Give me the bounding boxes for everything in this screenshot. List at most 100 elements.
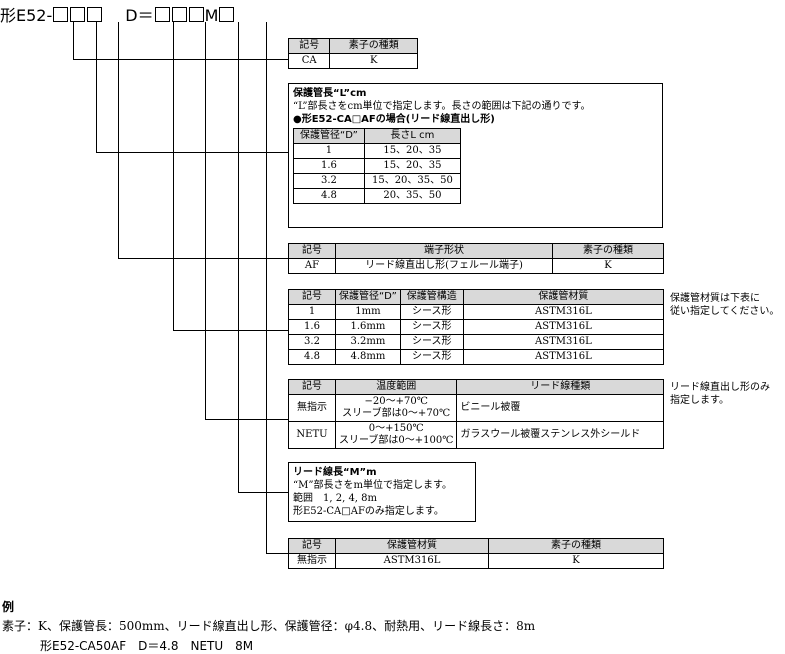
connector-line <box>173 22 174 330</box>
panel-line: 範囲 1, 2, 4, 8m <box>293 493 378 504</box>
panel-heading: リード線長“M”m <box>293 467 377 478</box>
code-box-material <box>219 7 235 22</box>
connector-line <box>238 22 239 492</box>
table-cell: ASTM316L <box>462 349 665 365</box>
table-cell: ASTM316L <box>462 334 665 350</box>
model-suffix: M <box>204 6 219 25</box>
table-cell: 3.2 <box>288 334 336 350</box>
note-line: 保護管材質は下表に <box>670 293 760 304</box>
col-header: 保護管材質 <box>462 289 665 305</box>
table-cell: 4.8mm <box>335 349 401 365</box>
table-cell: ASTM316L <box>335 553 489 569</box>
col-header: 素子の種類 <box>552 243 664 259</box>
table-cell: 4.8 <box>288 349 336 365</box>
connector-line <box>96 152 288 153</box>
table-cell: 20、35、50 <box>363 188 462 204</box>
connector-line <box>238 492 288 493</box>
table-cell: ASTM316L <box>462 319 665 335</box>
table-cell: 3.2 <box>293 173 365 189</box>
col-header: 保護管材質 <box>335 538 489 554</box>
table-cell: 15、20、35、50 <box>363 173 462 189</box>
connector-line <box>205 419 288 420</box>
code-box-lead-length <box>188 7 204 22</box>
panel-subheading: ●形E52-CA□AFの場合(リード線直出し形) <box>293 114 495 125</box>
model-middle: D＝ <box>125 6 154 25</box>
code-box-length-1 <box>70 7 86 22</box>
table-cell: AF <box>288 258 336 274</box>
panel-line: 形E52-CA□AFのみ指定します。 <box>293 506 444 517</box>
note-line: 指定します。 <box>670 395 729 406</box>
table-cell: 3.2mm <box>335 334 401 350</box>
table-cell: K <box>552 258 664 274</box>
temp-line: スリーブ部は0～+70℃ <box>342 408 451 419</box>
table-cell: 1.6 <box>293 158 365 174</box>
temp-line: スリーブ部は0～+100℃ <box>339 435 454 446</box>
connector-line <box>73 22 74 59</box>
table-cell: ビニール被覆 <box>456 394 664 422</box>
table-cell: シース形 <box>399 334 464 350</box>
col-header: 保護管径“D” <box>335 289 401 305</box>
col-header: 素子の種類 <box>488 538 664 554</box>
col-header: 記号 <box>288 289 336 305</box>
table-cell: ASTM316L <box>462 304 665 320</box>
connector-line <box>266 22 267 553</box>
temp-line: 0～+150℃ <box>368 423 424 434</box>
example-description: 素子：K、保護管長：500mm、リード線直出し形、保護管径：φ4.8、耐熱用、リ… <box>2 619 536 633</box>
connector-line <box>96 22 97 152</box>
table-cell: 無指示 <box>288 553 336 569</box>
table-cell: 1mm <box>335 304 401 320</box>
note-line: リード線直出し形のみ <box>670 382 770 393</box>
table-cell: CA <box>287 53 331 69</box>
connector-line <box>266 553 288 554</box>
tube-length-panel: 保護管長“L”cm “L”部長さをcm単位で指定します。長さの範囲は下記の通りで… <box>288 83 663 228</box>
temp-line: −20～+70℃ <box>364 396 428 407</box>
table-cell: NETU <box>288 421 336 449</box>
model-prefix: 形E52- <box>0 6 53 25</box>
example-model-code: 形E52-CA50AF D＝4.8 NETU 8M <box>40 639 254 653</box>
connector-line <box>173 330 288 331</box>
col-header: 長さL cm <box>363 128 462 144</box>
tube-note: 保護管材質は下表に 従い指定してください。 <box>670 292 779 318</box>
col-header: 保護管径“D” <box>293 128 365 144</box>
table-cell: 4.8 <box>293 188 365 204</box>
table-cell: 1.6 <box>288 319 336 335</box>
table-cell: リード線直出し形(フェルール端子) <box>335 258 553 274</box>
code-box-length-2 <box>87 7 103 22</box>
col-header: 素子の種類 <box>329 38 418 54</box>
connector-line <box>73 59 288 60</box>
col-header: 保護管構造 <box>399 289 464 305</box>
panel-heading: 保護管長“L”cm <box>293 88 367 99</box>
connector-line <box>118 258 288 259</box>
table-cell: 無指示 <box>288 394 336 422</box>
col-header: 記号 <box>287 38 331 54</box>
table-cell: シース形 <box>399 304 464 320</box>
connector-line <box>118 22 119 258</box>
table-cell: 1.6mm <box>335 319 401 335</box>
lead-note: リード線直出し形のみ 指定します。 <box>670 381 770 407</box>
table-cell: K <box>329 53 418 69</box>
code-box-element <box>53 7 69 22</box>
note-line: 従い指定してください。 <box>670 306 780 317</box>
code-box-diameter <box>154 7 170 22</box>
panel-description: “L”部長さをcm単位で指定します。長さの範囲は下記の通りです。 <box>293 101 591 112</box>
panel-line: “M”部長さをm単位で指定します。 <box>293 480 452 491</box>
lead-length-panel: リード線長“M”m “M”部長さをm単位で指定します。 範囲 1, 2, 4, … <box>288 462 476 522</box>
col-header: 記号 <box>288 243 336 259</box>
table-cell: 1 <box>293 143 365 159</box>
col-header: 記号 <box>288 379 336 395</box>
table-cell: 15、20、35 <box>363 143 462 159</box>
col-header: リード線種類 <box>456 379 664 395</box>
col-header: 記号 <box>288 538 336 554</box>
model-code-title: 形E52- D＝ M <box>0 2 235 26</box>
table-cell: 1 <box>288 304 336 320</box>
code-box-lead-type <box>171 7 187 22</box>
table-cell: シース形 <box>399 349 464 365</box>
table-cell: 15、20、35 <box>363 158 462 174</box>
col-header: 端子形状 <box>335 243 553 259</box>
